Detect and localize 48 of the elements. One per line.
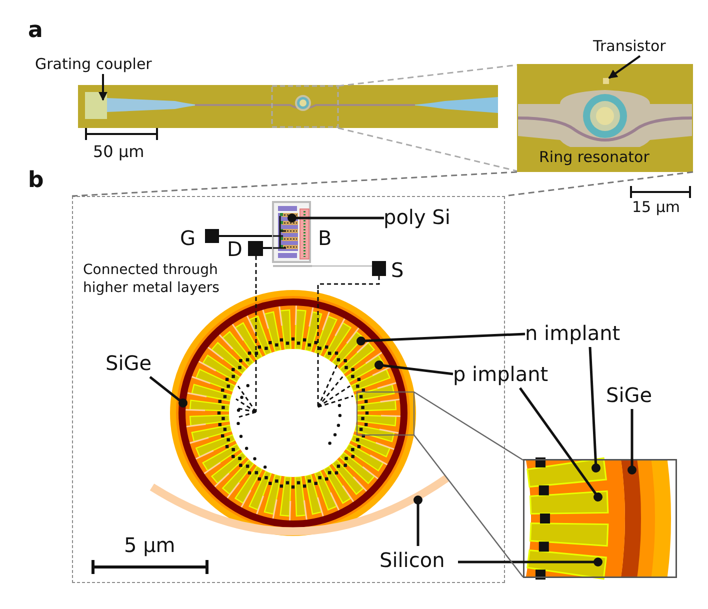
layer-label: p implant (453, 360, 561, 388)
terminal-label: G (180, 226, 196, 250)
leader-line (356, 332, 526, 346)
arrow (98, 74, 108, 101)
zoom-line (338, 127, 518, 172)
leader-line (518, 387, 602, 502)
layer-label: Silicon (380, 546, 458, 574)
panel-label: b (28, 168, 44, 193)
scale-label: 5 µm (124, 533, 176, 557)
leader-line (588, 346, 600, 472)
part-label: Grating coupler (35, 54, 175, 74)
contact-pad (248, 240, 262, 256)
zoom-line (338, 64, 518, 87)
transistor-spot (603, 78, 609, 84)
connector-line (255, 256, 257, 290)
zoom-line (72, 171, 518, 197)
waveguide-drawing (148, 474, 450, 536)
micrograph-photo (517, 64, 693, 172)
leader-line (374, 360, 454, 376)
leader-line (149, 376, 188, 408)
leader-line (288, 214, 384, 222)
scale-label: 15 µm (632, 198, 680, 216)
leader-line (628, 409, 636, 474)
connector-line (312, 265, 372, 267)
terminal-label: S (391, 258, 404, 282)
terminal-label: D (227, 237, 242, 261)
leader-line (414, 496, 422, 546)
connector-line (413, 434, 524, 578)
connector-line (263, 247, 272, 249)
contact-pad (372, 260, 386, 276)
leader-line (458, 558, 602, 566)
inset-drawing (523, 459, 677, 578)
panel-label: a (28, 18, 43, 43)
connector-line (414, 391, 524, 461)
note: Connected through higher metal layers (83, 261, 220, 298)
grating-coupler-pad (85, 92, 107, 119)
photo-placeholder (78, 85, 498, 128)
layer-label: poly Si (384, 202, 466, 230)
contact-pad (204, 228, 218, 242)
layer-label: n implant (525, 319, 665, 347)
layer-label: SiGe (606, 381, 664, 409)
connector-line (317, 276, 380, 290)
layer-label: SiGe (106, 348, 164, 376)
transistor-drawing (272, 200, 312, 268)
scale-label: 50 µm (93, 142, 144, 161)
terminal-label: B (318, 226, 332, 250)
part-label: Transistor (593, 36, 685, 56)
connector-line (219, 235, 272, 237)
